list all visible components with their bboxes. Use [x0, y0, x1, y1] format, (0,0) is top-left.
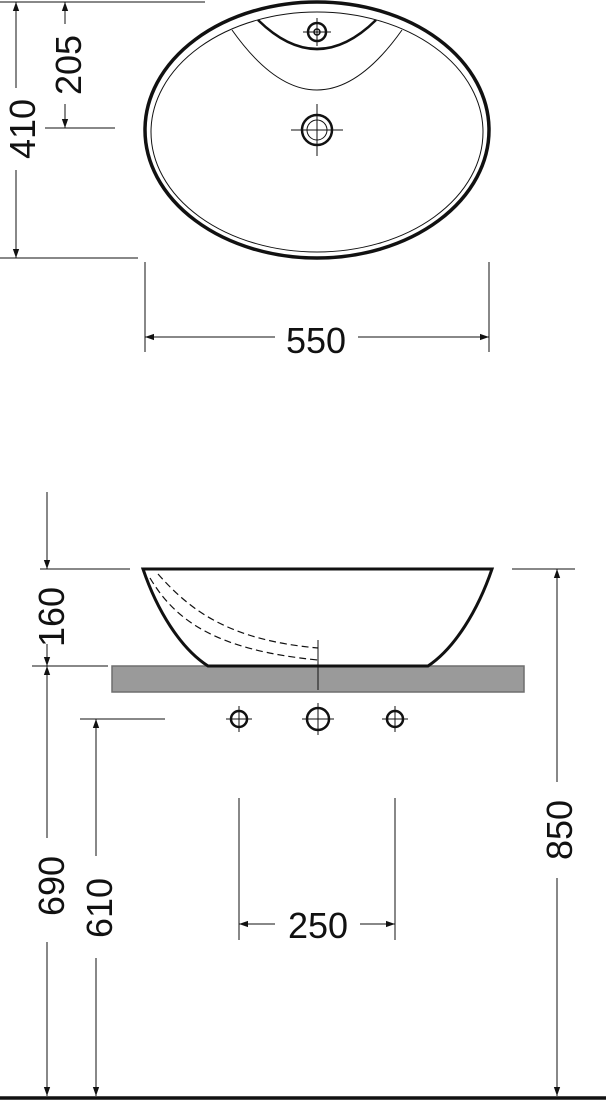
- width-dimension-label: 550: [286, 320, 346, 361]
- tap-offset-dimension-label: 205: [48, 35, 89, 95]
- depth-dimension-label: 410: [2, 99, 43, 159]
- bowl-hidden-line-inner: [157, 573, 319, 649]
- supply-spacing-dimension-label: 250: [288, 905, 348, 946]
- drain-icon: [291, 104, 343, 156]
- supply-fitting-left: [226, 706, 252, 732]
- supply-height-dimension-label: 610: [79, 878, 120, 938]
- tap-platform-outer: [231, 29, 403, 91]
- total-height-dimension-label: 850: [539, 800, 580, 860]
- counter-height-dimension-label: 690: [31, 856, 72, 916]
- bowl-hidden-line-outer: [149, 577, 319, 661]
- tap-platform-inner: [257, 19, 377, 51]
- tap-hole: [303, 18, 331, 46]
- supply-fitting-right: [382, 706, 408, 732]
- basin-outer-rim: [143, 0, 491, 260]
- basin-inner-rim: [150, 11, 484, 253]
- side-view: 160 690 610 850 250: [0, 492, 606, 1100]
- drain-fitting-center: [302, 703, 334, 735]
- top-view: 410 205 550: [0, 0, 491, 361]
- bowl-height-dimension-label: 160: [31, 587, 72, 647]
